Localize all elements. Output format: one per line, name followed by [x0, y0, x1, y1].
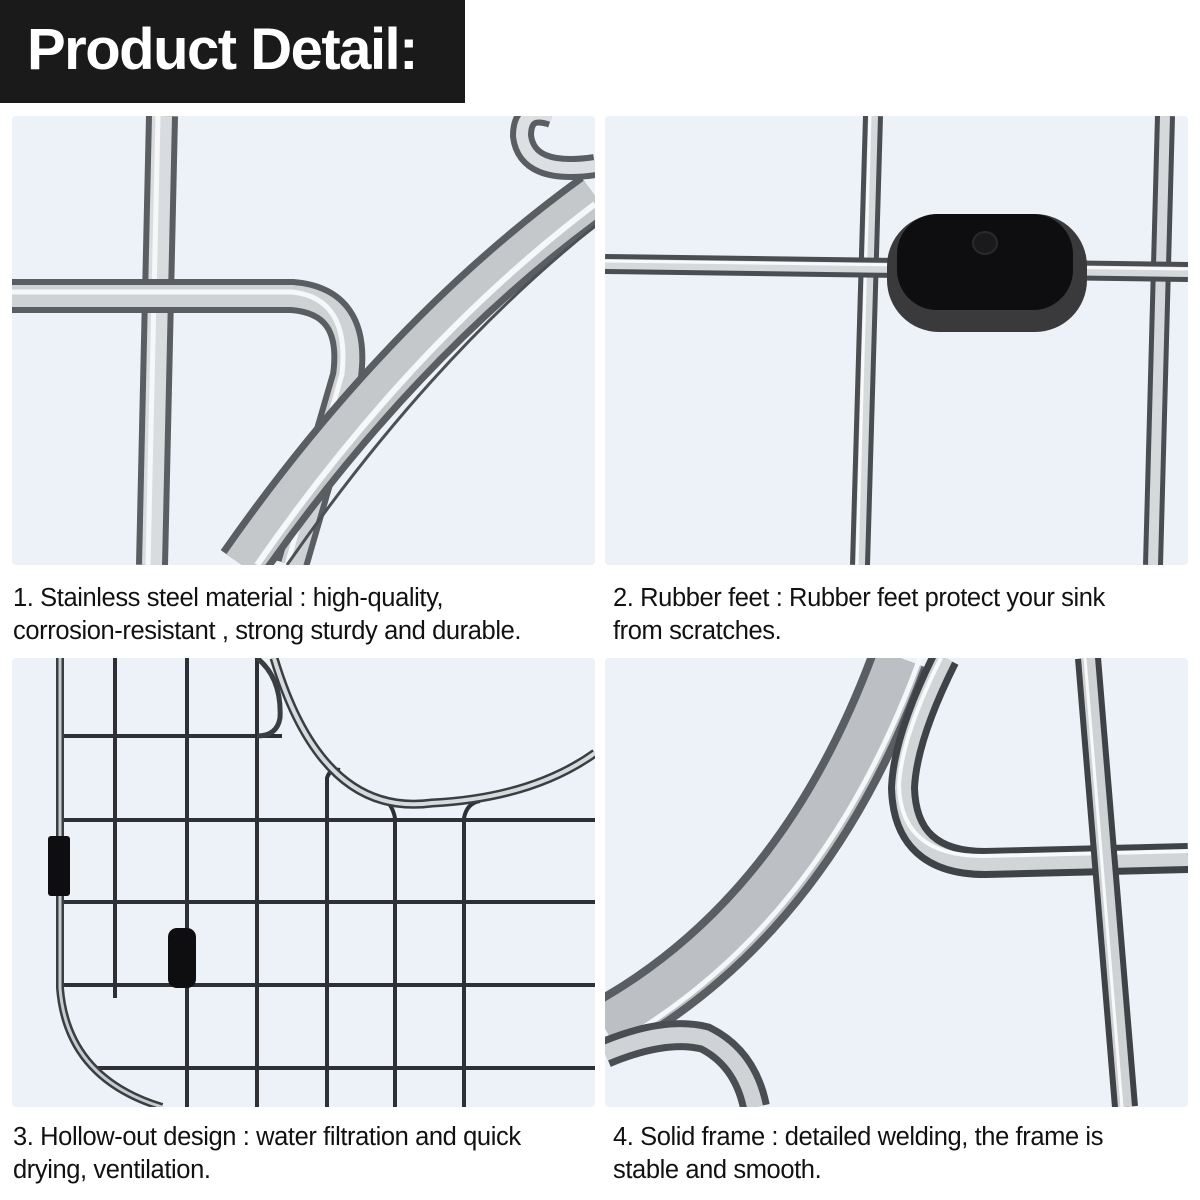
caption-line: corrosion-resistant , strong sturdy and … — [13, 617, 522, 645]
title-banner: Product Detail: — [0, 0, 465, 103]
wire-grid-illustration — [48, 658, 595, 1107]
caption-line: from scratches. — [613, 617, 782, 645]
feature-image-hollow-out-design — [12, 658, 595, 1107]
caption-line: 4. Solid frame : detailed welding, the f… — [613, 1123, 1104, 1151]
feature-image-stainless-steel — [12, 116, 595, 565]
rubber-foot-icon — [887, 214, 1087, 332]
caption-line: 1. Stainless steel material : high-quali… — [13, 584, 444, 612]
caption-line: drying, ventilation. — [13, 1156, 211, 1184]
rubber-foot-icon — [48, 836, 70, 896]
feature-caption-4: 4. Solid frame : detailed welding, the f… — [613, 1121, 1193, 1187]
page-title: Product Detail: — [27, 17, 419, 82]
caption-line: 2. Rubber feet : Rubber feet protect you… — [613, 584, 1105, 612]
rubber-foot-illustration — [605, 116, 1188, 565]
feature-caption-3: 3. Hollow-out design : water filtration … — [13, 1121, 593, 1187]
caption-line: stable and smooth. — [613, 1156, 822, 1184]
feature-image-rubber-feet — [605, 116, 1188, 565]
caption-line: 3. Hollow-out design : water filtration … — [13, 1123, 521, 1151]
feature-caption-1: 1. Stainless steel material : high-quali… — [13, 582, 593, 648]
feature-image-solid-frame — [605, 658, 1188, 1107]
rubber-foot-icon — [168, 928, 196, 988]
steel-wire-illustration — [12, 116, 595, 565]
solid-frame-illustration — [605, 658, 1188, 1107]
feature-caption-2: 2. Rubber feet : Rubber feet protect you… — [613, 582, 1193, 648]
